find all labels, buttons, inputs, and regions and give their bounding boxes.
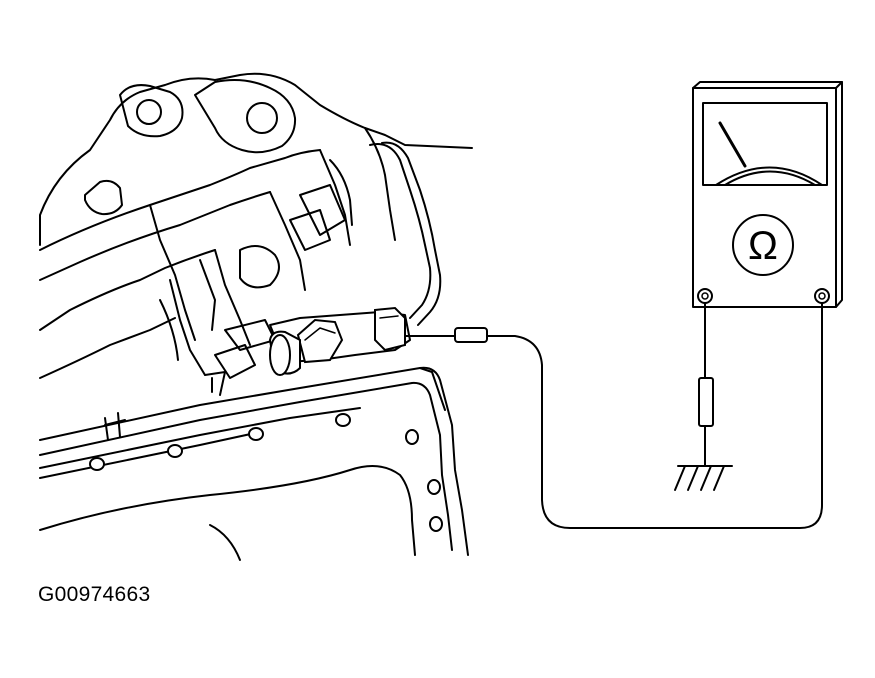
test-lead-positive bbox=[404, 299, 823, 529]
sensor-assembly bbox=[204, 306, 411, 396]
pan-bolt bbox=[429, 516, 443, 532]
meter-jack-right bbox=[814, 288, 830, 304]
meter-needle bbox=[718, 121, 747, 168]
ohm-symbol-icon: Ω bbox=[748, 224, 778, 268]
pan-bolt bbox=[89, 457, 105, 471]
ohmmeter: Ω bbox=[692, 81, 843, 308]
ground-probe bbox=[698, 377, 714, 427]
probe-tip bbox=[454, 327, 488, 343]
harness-wire bbox=[369, 141, 442, 326]
pan-bolt bbox=[167, 444, 183, 458]
figure-id-label: G00974663 bbox=[38, 583, 151, 606]
test-lead-ground bbox=[674, 302, 733, 491]
ohm-symbol-badge bbox=[732, 214, 794, 276]
pan-bolt bbox=[405, 429, 419, 445]
oil-pan bbox=[39, 366, 469, 561]
meter-jack-left bbox=[697, 288, 713, 304]
transmission-case bbox=[39, 72, 473, 379]
pan-bolt bbox=[335, 413, 351, 427]
pan-bolt bbox=[427, 479, 441, 495]
meter-dial-window bbox=[702, 102, 828, 186]
pan-bolt bbox=[248, 427, 264, 441]
